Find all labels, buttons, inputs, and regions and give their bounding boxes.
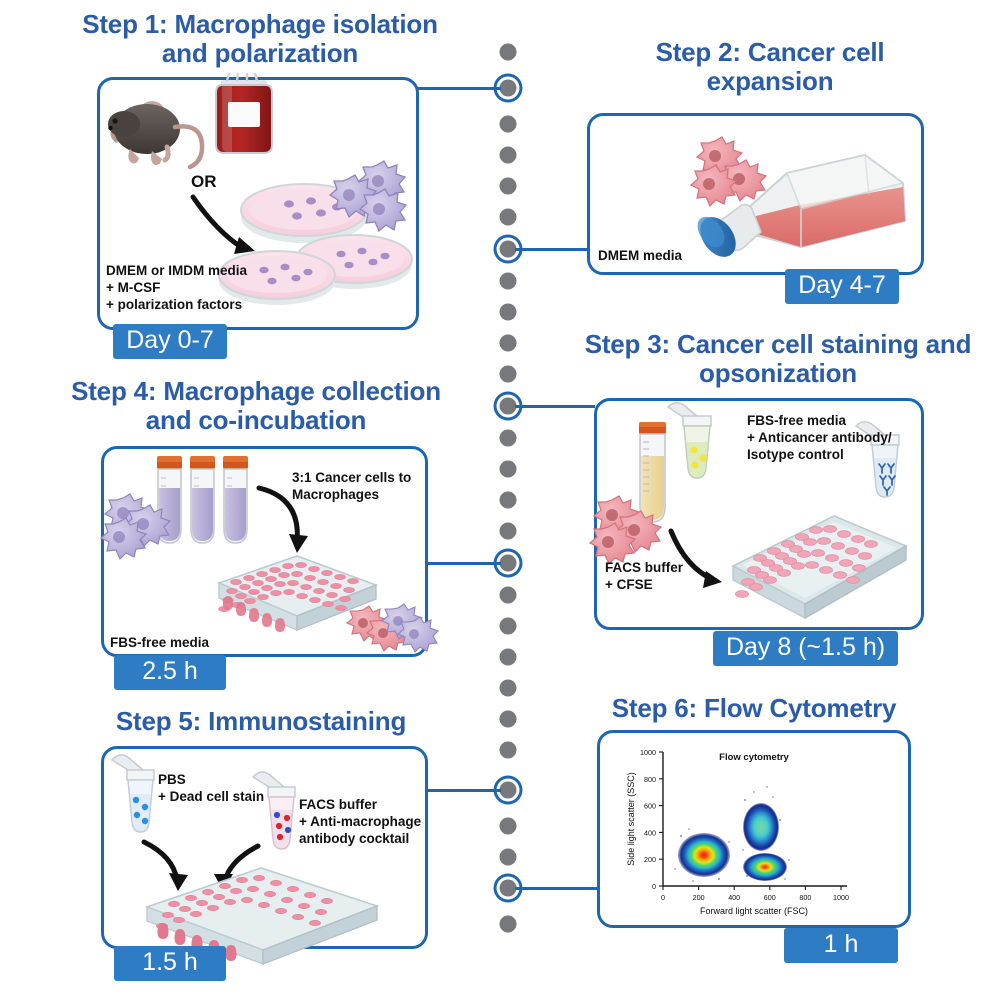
connector-step6 [515, 886, 597, 890]
step1-badge: Day 0-7 [113, 324, 227, 359]
timeline-dot [499, 915, 517, 933]
step5-title: Step 5: Immunostaining [115, 706, 407, 736]
step6-badge: 1 h [784, 928, 898, 963]
timeline-node-step4[interactable] [499, 554, 517, 572]
connector-step4 [423, 561, 501, 565]
step1-title: Step 1: Macrophage isolation and polariz… [82, 9, 438, 69]
connector-step5 [423, 788, 501, 792]
timeline-dot [499, 741, 517, 759]
timeline-dot [499, 648, 517, 666]
connector-step2 [515, 247, 587, 251]
step5-caption-pbs: PBS + Dead cell stain [158, 772, 265, 804]
timeline-dot [499, 617, 517, 635]
timeline-dot [499, 679, 517, 697]
step6-title: Step 6: Flow Cytometry [611, 693, 897, 723]
timeline-dot [499, 710, 517, 728]
connector-step1 [417, 86, 501, 90]
timeline-node-step5[interactable] [499, 781, 517, 799]
step2-caption-media: DMEM media [598, 248, 683, 263]
timeline-node-step2[interactable] [499, 240, 517, 258]
timeline-dot [499, 334, 517, 352]
timeline-dot [499, 522, 517, 540]
timeline-dot [499, 146, 517, 164]
step5-caption-facs: FACS buffer + Anti-macrophage antibody c… [299, 797, 422, 846]
timeline-node-step6[interactable] [499, 879, 517, 897]
timeline-dot [499, 817, 517, 835]
step4-badge: 2.5 h [114, 655, 226, 690]
timeline-dot [499, 460, 517, 478]
step6-panel [597, 730, 911, 928]
timeline-dot [499, 177, 517, 195]
step2-title: Step 2: Cancer cell expansion [655, 37, 885, 97]
timeline-node-step1[interactable] [499, 79, 517, 97]
timeline-dot [499, 303, 517, 321]
step4-title: Step 4: Macrophage collection and co-inc… [71, 376, 441, 436]
step4-caption-media: FBS-free media [110, 635, 210, 650]
step3-title: Step 3: Cancer cell staining and opsoniz… [584, 329, 972, 389]
timeline-dot [499, 115, 517, 133]
timeline-dot [499, 491, 517, 509]
connector-step3 [515, 404, 595, 408]
step3-caption-media: FBS-free media + Anticancer antibody/ Is… [747, 413, 892, 462]
step5-badge: 1.5 h [114, 946, 226, 981]
step1-caption-media: DMEM or IMDM media + M-CSF + polarizatio… [106, 263, 248, 312]
step3-caption-buffer: FACS buffer + CFSE [605, 560, 684, 592]
step3-badge: Day 8 (~1.5 h) [713, 631, 898, 666]
step2-badge: Day 4-7 [785, 269, 899, 304]
timeline-dot [499, 43, 517, 61]
timeline-dot [499, 272, 517, 290]
timeline-node-step3[interactable] [499, 397, 517, 415]
timeline-dot [499, 208, 517, 226]
step4-caption-ratio: 3:1 Cancer cells to Macrophages [292, 470, 412, 502]
timeline-dot [499, 429, 517, 447]
timeline-dot [499, 586, 517, 604]
timeline-dot [499, 848, 517, 866]
timeline-dot [499, 365, 517, 383]
